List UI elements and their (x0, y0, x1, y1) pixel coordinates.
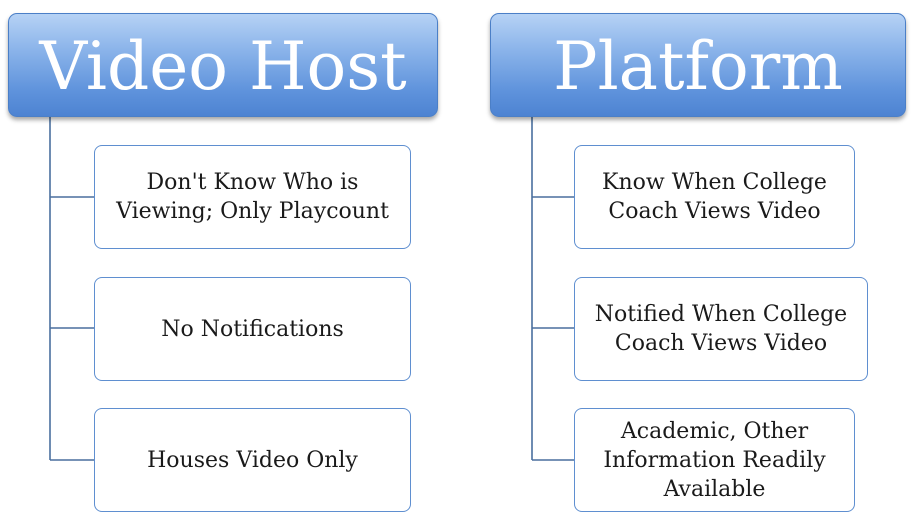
platform-item-3: Academic, Other Information Readily Avai… (574, 408, 855, 512)
video-host-item-1: Don't Know Who is Viewing; Only Playcoun… (94, 145, 411, 249)
platform-title: Platform (553, 28, 843, 105)
video-host-title: Video Host (39, 28, 407, 105)
platform-item-2: Notified When College Coach Views Video (574, 277, 868, 381)
platform-header: Platform (490, 13, 906, 117)
video-host-item-2: No Notifications (94, 277, 411, 381)
platform-item-1: Know When College Coach Views Video (574, 145, 855, 249)
video-host-item-3: Houses Video Only (94, 408, 411, 512)
video-host-header: Video Host (8, 13, 438, 117)
